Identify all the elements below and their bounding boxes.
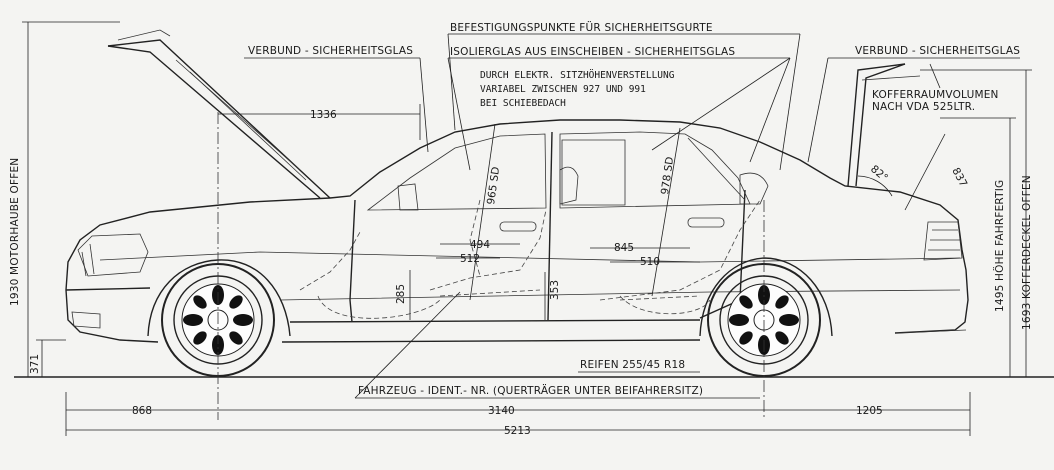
trunk-lid-open (847, 63, 921, 187)
dim-285: 285 (395, 284, 407, 304)
dim-510: 510 (640, 256, 660, 268)
dim-868: 868 (132, 405, 152, 417)
note-line-3: BEI SCHIEBEDACH (480, 98, 566, 109)
dim-3140: 3140 (488, 405, 515, 417)
dim-512: 512 (460, 253, 480, 265)
leader-lines (244, 33, 1020, 399)
car-body (65, 119, 969, 343)
interior-dimension-lines (409, 123, 946, 320)
dim-1336: 1336 (310, 109, 337, 121)
label-kofferraum-1: KOFFERRAUMVOLUMEN (872, 89, 999, 101)
label-reifen: REIFEN 255/45 R18 (580, 359, 685, 371)
label-kofferdeckel-offen: 1693 KOFFERDECKEL OFFEN (1021, 175, 1033, 330)
dim-845: 845 (614, 242, 634, 254)
note-line-2: VARIABEL ZWISCHEN 927 UND 991 (480, 84, 646, 95)
label-verbund-rear: VERBUND - SICHERHEITSGLAS (855, 45, 1020, 57)
interior-outline (299, 166, 769, 319)
dim-965: 965 SD (485, 166, 502, 205)
dim-494: 494 (470, 239, 490, 251)
label-isolierglas: ISOLIERGLAS AUS EINSCHEIBEN - SICHERHEIT… (450, 46, 735, 58)
label-motorhaube-offen: 1930 MOTORHAUBE OFFEN (9, 158, 21, 306)
label-befestigungspunkte: BEFESTIGUNGSPUNKTE FÜR SICHERHEITSGURTE (450, 21, 713, 34)
label-kofferraum-2: NACH VDA 525LTR. (872, 101, 975, 113)
dim-angle: 82° (868, 163, 890, 184)
dim-1205: 1205 (856, 405, 883, 417)
dim-371: 371 (29, 354, 41, 374)
dim-837: 837 (949, 166, 969, 189)
label-hoehe-fahrfertig: 1495 HÖHE FAHRFERTIG (993, 180, 1006, 312)
label-verbund-front: VERBUND - SICHERHEITSGLAS (248, 45, 413, 57)
vertical-dimension-lines (22, 21, 1032, 377)
note-line-1: DURCH ELEKTR. SITZHÖHENVERSTELLUNG (480, 70, 675, 81)
hood-open (107, 29, 331, 199)
dim-5213: 5213 (504, 425, 531, 437)
label-fahrzeug-ident: FAHRZEUG - IDENT.- NR. (QUERTRÄGER UNTER… (358, 384, 703, 397)
dim-353: 353 (549, 280, 561, 300)
horizontal-dimension-lines (65, 104, 971, 436)
dim-978: 978 SD (659, 156, 676, 195)
